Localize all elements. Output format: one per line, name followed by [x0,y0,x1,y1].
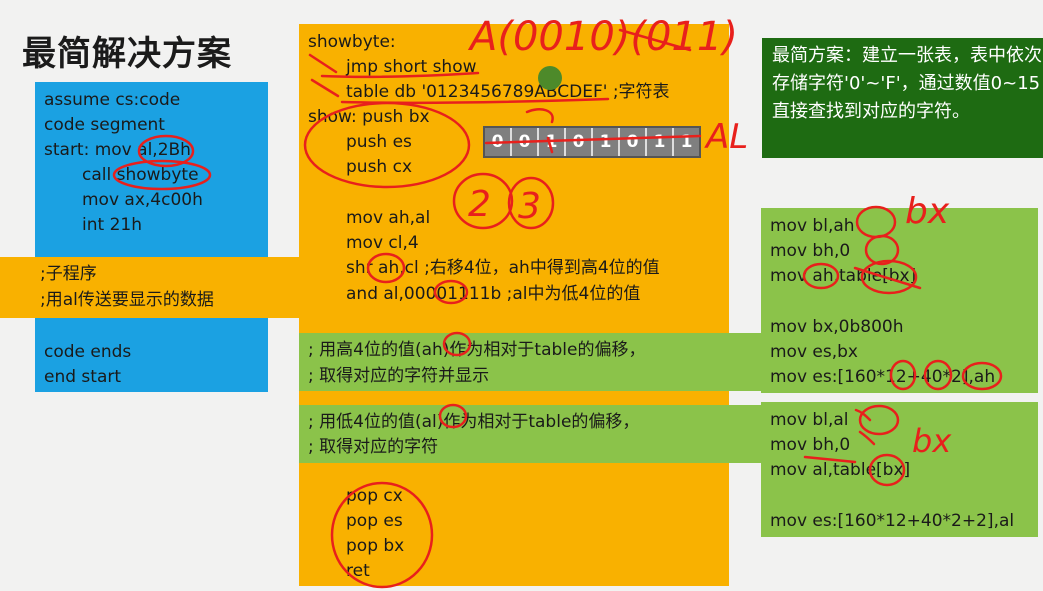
bit-box: 1 [674,128,699,156]
right-code-2-line: mov al,table[bx] [770,460,911,480]
green-comment-2-line-2: ; 取得对应的字符 [308,437,439,457]
green-comment-bar-1 [299,333,761,391]
code-end-line-1: code ends [44,342,132,362]
bit-box: 1 [647,128,674,156]
right-code-2-line: mov bh,0 [770,435,851,455]
code-end-line-2: end start [44,367,122,387]
center-line-pop-es: pop es [346,511,403,531]
bit-box: 1 [539,128,566,156]
center-line-mov-ah: mov ah,al [346,208,431,228]
center-line-mov-cl: mov cl,4 [346,233,419,253]
bit-box: 0 [620,128,647,156]
solution-note: 最简方案：建立一张表，表中依次存储字符'0'~'F'，通过数值0~15直接查找到… [762,38,1043,158]
center-line-shr: shr ah,cl ;右移4位，ah中得到高4位的值 [346,258,660,278]
green-comment-bar-2 [299,405,761,463]
code-line-5: mov ax,4c00h [82,190,203,210]
center-line-table: table db '0123456789ABCDEF' ;字符表 [346,82,670,102]
right-code-1-line: mov bl,ah [770,216,855,236]
code-line-6: int 21h [82,215,142,235]
right-code-1-line: mov bh,0 [770,241,851,261]
right-code-2-line: mov bl,al [770,410,849,430]
code-line-1: assume cs:code [44,90,181,110]
right-code-1-line: mov es,bx [770,342,858,362]
bit-box: 0 [485,128,512,156]
center-line-push-es: push es [346,132,412,152]
right-code-1-line: mov bx,0b800h [770,317,904,337]
center-line-show: show: push bx [308,107,430,127]
code-line-2: code segment [44,115,165,135]
page-title: 最简解决方案 [22,34,232,74]
center-line-push-cx: push cx [346,157,413,177]
right-code-1-line: mov es:[160*12+40*2],ah [770,367,996,387]
subroutine-comment-bar [0,257,300,318]
subroutine-comment-2: ;用al传送要显示的数据 [40,290,214,310]
bit-boxes: 0 0 1 0 1 0 1 1 [483,126,701,158]
center-line-and: and al,00001111b ;al中为低4位的值 [346,284,641,304]
bit-box: 0 [566,128,593,156]
bit-box: 1 [593,128,620,156]
right-code-1-line: mov ah,table[bx] [770,266,917,286]
green-comment-2-line-1: ; 用低4位的值(al)作为相对于table的偏移， [308,412,640,432]
green-comment-1-line-1: ; 用高4位的值(ah)作为相对于table的偏移， [308,340,646,360]
center-line-pop-cx: pop cx [346,486,403,506]
green-comment-1-line-2: ; 取得对应的字符并显示 [308,366,490,386]
center-line-jmp: jmp short show [346,57,477,77]
center-line-pop-bx: pop bx [346,536,405,556]
right-code-2-line: mov es:[160*12+40*2+2],al [770,511,1015,531]
center-line-ret: ret [346,561,370,581]
main-code-panel [35,82,268,392]
subroutine-comment-1: ;子程序 [40,264,97,284]
code-line-3: start: mov al,2Bh [44,140,191,160]
showbyte-label: showbyte: [308,32,396,52]
code-line-4: call showbyte [82,165,199,185]
bit-box: 0 [512,128,539,156]
